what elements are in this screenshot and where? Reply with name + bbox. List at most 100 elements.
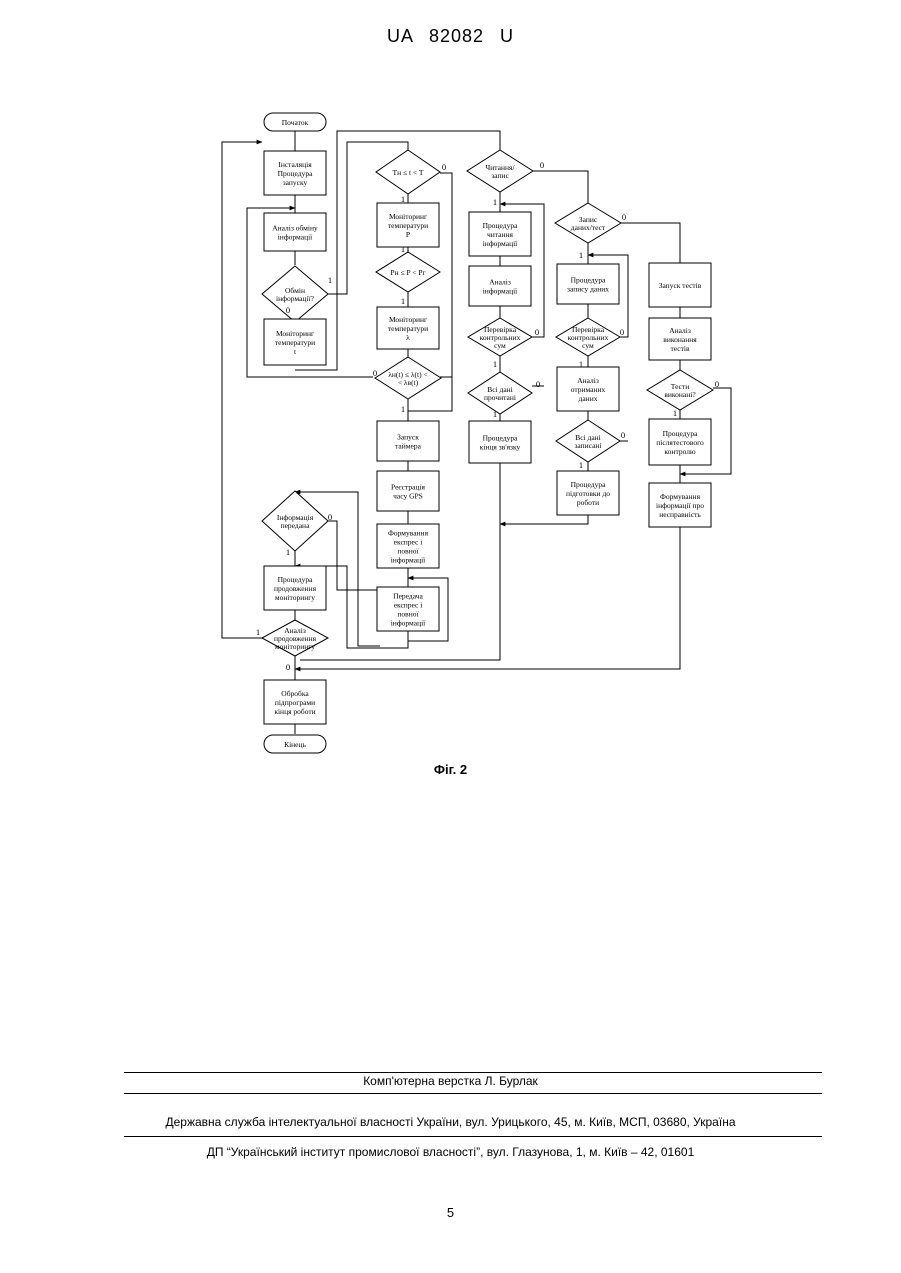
send-info-box-text: інформації <box>391 619 426 628</box>
continue-procedure-box-text: Процедура <box>278 575 313 584</box>
layout-credit: Комп'ютерна верстка Л. Бурлак <box>0 1074 901 1088</box>
branch-label: 0 <box>442 162 446 172</box>
post-test-box-text: контролю <box>664 447 696 456</box>
branch-label: 1 <box>579 460 583 470</box>
exchange-decision-text: інформації? <box>276 294 315 303</box>
send-info-box-text: повної <box>397 610 419 619</box>
branch-label: 1 <box>401 244 405 254</box>
exchange-analysis-box-text: інформації <box>278 233 313 242</box>
init-procedure-box-text: Інсталяція <box>278 160 312 169</box>
all-read-decision-text: прочитані <box>484 393 516 402</box>
post-test-box-text: післятестового <box>656 438 704 447</box>
fault-info-box-text: Формування <box>660 492 701 501</box>
divider <box>124 1136 822 1137</box>
branch-label: 1 <box>286 547 290 557</box>
branch-label: 1 <box>493 359 497 369</box>
branch-label: 0 <box>286 662 290 672</box>
branch-label: 0 <box>621 430 625 440</box>
write-checksum-decision-text: сум <box>582 341 594 350</box>
branch-label: 0 <box>286 305 290 315</box>
fault-info-box-text: несправність <box>659 510 701 519</box>
read-checksum-decision-text: сум <box>494 341 506 350</box>
branch-label: 1 <box>493 409 497 419</box>
run-tests-box-text: Запуск тестів <box>659 281 702 290</box>
agency-address: Державна служба інтелектуальної власност… <box>0 1115 901 1129</box>
branch-label: 0 <box>540 160 544 170</box>
branch-label: 1 <box>401 194 405 204</box>
end-terminal-text: Кінець <box>284 740 306 749</box>
figure-caption: Фіг. 2 <box>0 762 901 777</box>
branch-label: 0 <box>536 379 540 389</box>
condition-t-decision-text: Tн ≤ t < T <box>393 168 424 177</box>
all-written-decision-text: записані <box>574 441 601 450</box>
received-analysis-box-text: Аналіз <box>577 376 599 385</box>
start-terminal-text: Початок <box>282 118 309 127</box>
temperature-lambda-box-text: температури <box>388 324 428 333</box>
branch-label: 0 <box>620 327 624 337</box>
end-connection-box-text: Процедура <box>483 434 518 443</box>
form-info-box-text: інформації <box>391 556 426 565</box>
finish-procedure-box-text: Обробка <box>281 689 309 698</box>
branch-label: 1 <box>328 275 332 285</box>
connector <box>327 521 380 590</box>
temperature-p-box-text: P <box>406 230 410 239</box>
temperature-lambda-box-text: λ <box>406 333 410 342</box>
connector <box>533 171 588 203</box>
end-connection-box-text: кінця зв'язку <box>480 443 521 452</box>
temperature-t-box-text: температури <box>275 338 315 347</box>
tests-analysis-box-text: Аналіз <box>669 326 691 335</box>
connector <box>222 142 262 638</box>
branch-label: 1 <box>579 250 583 260</box>
gps-time-box-text: Реєстрація <box>391 483 425 492</box>
tests-analysis-box-text: виконання <box>663 335 697 344</box>
read-procedure-box-text: інформації <box>483 239 518 248</box>
branch-label: 1 <box>673 408 677 418</box>
read-procedure-box-text: Процедура <box>483 221 518 230</box>
form-info-box-text: експрес і <box>394 538 423 547</box>
prepare-procedure-box-text: підготовки до <box>566 489 610 498</box>
write-procedure-box-text: запису даних <box>567 285 609 294</box>
form-info-box-text: повної <box>397 547 419 556</box>
branch-label: 1 <box>493 197 497 207</box>
branch-label: 0 <box>622 212 626 222</box>
send-info-box-text: Передача <box>393 592 423 601</box>
form-info-box-text: Формування <box>388 529 429 538</box>
branch-label: 0 <box>328 512 332 522</box>
condition-lambda-decision-text: < λв(t) <box>398 378 419 387</box>
branch-label: 0 <box>373 368 377 378</box>
branch-label: 1 <box>579 359 583 369</box>
read-write-decision-text: запис <box>491 171 509 180</box>
continue-analysis-decision-text: моніторингу <box>275 642 315 651</box>
temperature-lambda-box-text: Моніторинг <box>389 315 427 324</box>
branch-label: 1 <box>401 404 405 414</box>
write-test-decision-text: даних/тест <box>571 223 606 232</box>
info-sent-decision-text: передана <box>281 521 310 530</box>
institute-address: ДП “Український інститут промислової вла… <box>0 1145 901 1159</box>
read-analysis-box-text: інформації <box>483 287 518 296</box>
finish-procedure-box-text: кінця роботи <box>274 707 315 716</box>
continue-procedure-box-text: моніторингу <box>275 593 315 602</box>
finish-procedure-box-text: підпрограми <box>275 698 315 707</box>
init-procedure-box-text: Процедура <box>278 169 313 178</box>
temperature-t-box-text: Моніторинг <box>276 329 314 338</box>
timer-start-box-text: Запуск <box>397 433 419 442</box>
received-analysis-box-text: отриманих <box>571 385 606 394</box>
connector <box>500 515 588 524</box>
branch-label: 1 <box>256 627 260 637</box>
continue-procedure-box-text: продовження <box>274 584 317 593</box>
branch-label: 1 <box>401 296 405 306</box>
condition-p-decision-text: Pн ≤ P < Pг <box>390 268 425 277</box>
write-procedure-box-text: Процедура <box>571 276 606 285</box>
fault-info-box-text: інформації про <box>656 501 704 510</box>
temperature-p-box-text: температури <box>388 221 428 230</box>
tests-analysis-box-text: тестів <box>670 344 689 353</box>
page-number: 5 <box>0 1205 901 1220</box>
temperature-p-box-text: Моніторинг <box>389 212 427 221</box>
connector <box>222 142 262 638</box>
exchange-analysis-box-text: Аналіз обміну <box>272 224 318 233</box>
received-analysis-box-text: даних <box>579 394 598 403</box>
prepare-procedure-box-text: Процедура <box>571 480 606 489</box>
gps-time-box-text: часу GPS <box>393 492 423 501</box>
send-info-box-text: експрес і <box>394 601 423 610</box>
divider <box>124 1072 822 1073</box>
